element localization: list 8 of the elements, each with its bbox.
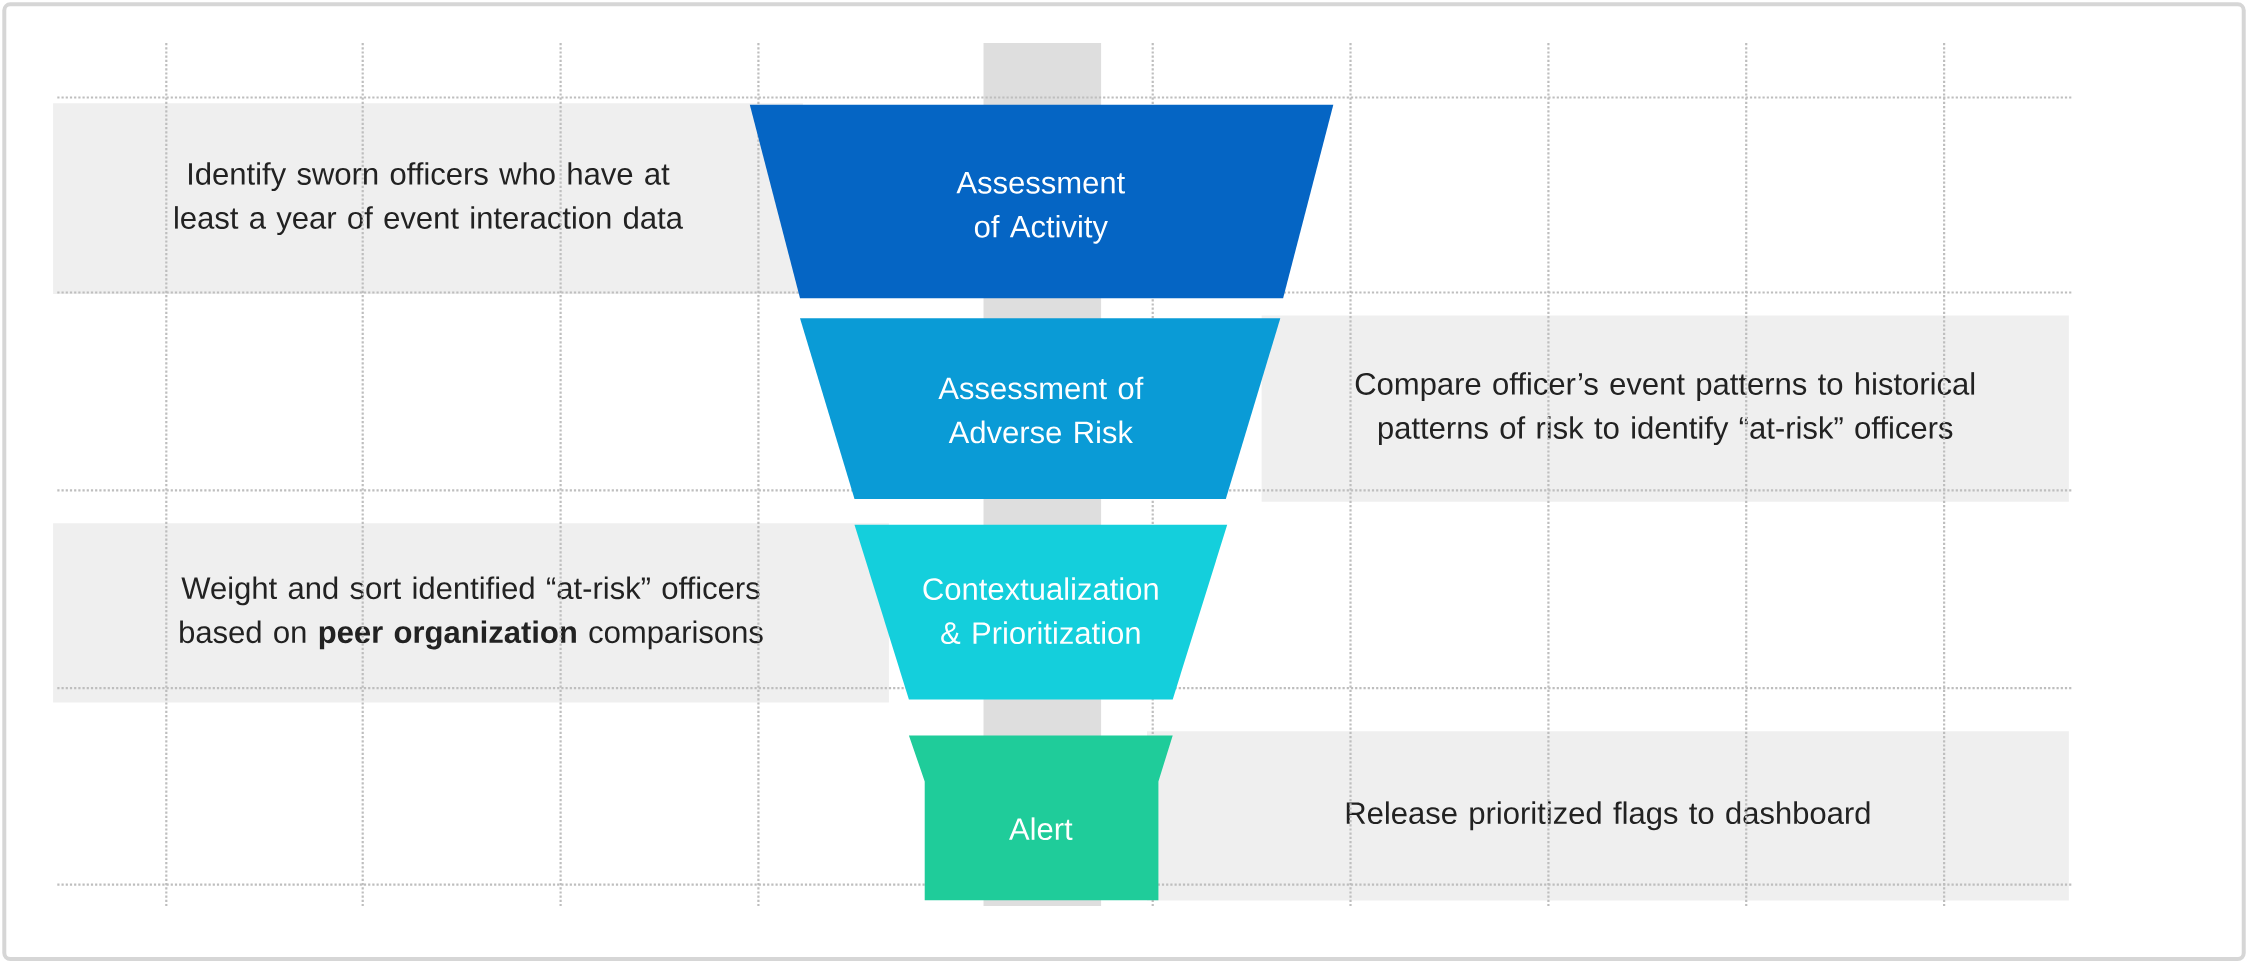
funnel-stage: Contextualization & Prioritization xyxy=(854,524,1228,700)
text-band: Weight and sort identified “at-risk” officers based on peer organization comparisons xyxy=(53,523,889,703)
funnel-stage: Assessment of Adverse Risk xyxy=(800,318,1281,499)
funnel-stage: Alert xyxy=(908,735,1173,901)
text-band: Release prioritized flags to dashboard xyxy=(1146,731,2069,901)
funnel-stage: Assessment of Activity xyxy=(749,104,1334,299)
text-band: Identify sworn officers who have at least a year of event interaction data xyxy=(53,103,803,294)
text-band: Compare officer’s event patterns to historical patterns of risk to identify “at-risk” officers xyxy=(1261,315,2069,502)
